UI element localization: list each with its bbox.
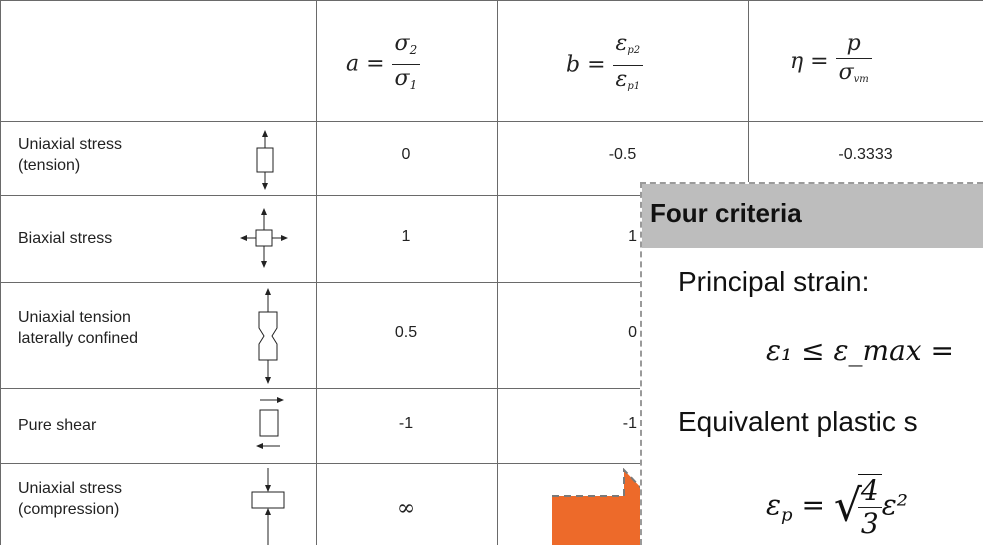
confined-tension-icon — [258, 288, 278, 384]
col-divider — [316, 0, 317, 545]
cell-b: 0 — [628, 324, 637, 341]
row-divider — [0, 195, 983, 196]
cell-a: 0.5 — [394, 324, 418, 341]
cell-a: 1 — [401, 228, 411, 245]
panel-title: Four criteria — [650, 198, 802, 228]
four-criteria-panel: Four criteria Principal strain: ε₁ ≤ ε_m… — [640, 182, 983, 545]
panel-header: Four criteria — [642, 184, 983, 248]
cell-eta: -0.3333 — [838, 146, 893, 163]
row-label: Biaxial stress — [18, 230, 113, 247]
row-label: Uniaxial stress(compression) — [18, 480, 123, 518]
row-label: Uniaxial stress(tension) — [18, 136, 123, 174]
table-border-left — [0, 0, 1, 545]
header-divider — [0, 121, 983, 122]
row-divider — [0, 388, 983, 389]
cell-a: -1 — [398, 415, 414, 432]
biaxial-stress-icon — [240, 208, 288, 268]
equivalent-plastic-label: Equivalent plastic s — [678, 406, 918, 437]
table-border-top — [0, 0, 983, 1]
col-divider — [748, 0, 749, 182]
cell-a: 0 — [401, 146, 411, 163]
cell-b: -0.5 — [608, 146, 637, 163]
cell-b: -1 — [622, 415, 637, 432]
row-label: Pure shear — [18, 417, 97, 434]
col-divider — [497, 0, 498, 545]
uniaxial-tension-icon — [256, 130, 274, 190]
principal-strain-label: Principal strain: — [678, 266, 870, 297]
row-divider — [0, 463, 983, 464]
pure-shear-icon — [256, 397, 284, 449]
row-divider — [0, 282, 983, 283]
cell-a: ∞ — [396, 496, 416, 521]
principal-strain-equation: ε₁ ≤ ε_max = — [766, 334, 954, 367]
cell-b: 1 — [628, 228, 637, 245]
uniaxial-compression-icon — [251, 468, 285, 545]
